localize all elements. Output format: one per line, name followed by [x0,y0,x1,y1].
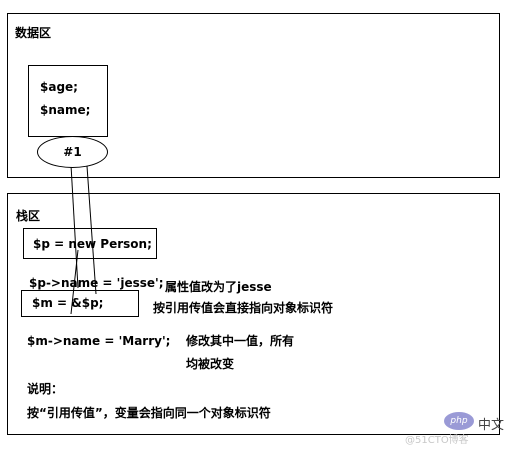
m-assign-code: $m = &$p; [32,296,104,310]
watermark-cn-text: 中文 [478,418,505,433]
m-name-note-line2: 均被改变 [186,357,235,371]
p-variable-box: $p = new Person; [23,228,157,259]
p-name-note: 属性值改为了jesse [165,280,272,294]
m-assign-note: 按引用传值会直接指向对象标识符 [153,301,334,315]
p-assign-code: $p = new Person; [33,237,152,251]
explanation-text: 按“引用传值”，变量会指向同一个对象标识符 [27,406,271,420]
m-name-note-line1: 修改其中一值，所有 [186,334,295,348]
object-field-name: $name; [40,103,91,117]
object-field-age: $age; [40,80,78,94]
m-name-assign-code: $m->name = 'Marry'; [27,334,171,348]
stack-area-panel: 栈区 $p = new Person; $p->name = 'jesse'; … [7,193,500,435]
php-logo-watermark: php [444,412,474,430]
data-area-title: 数据区 [15,26,52,40]
object-identifier-ellipse: #1 [37,136,108,168]
object-identifier-label: #1 [63,145,82,159]
watermark-site-text: @51CTO博客 [405,435,469,446]
object-fields-box: $age; $name; [28,65,108,137]
p-name-assign-code: $p->name = 'jesse'; [29,276,164,290]
explanation-title: 说明： [27,382,64,396]
stack-area-title: 栈区 [16,209,41,223]
m-variable-box: $m = &$p; [21,290,139,317]
